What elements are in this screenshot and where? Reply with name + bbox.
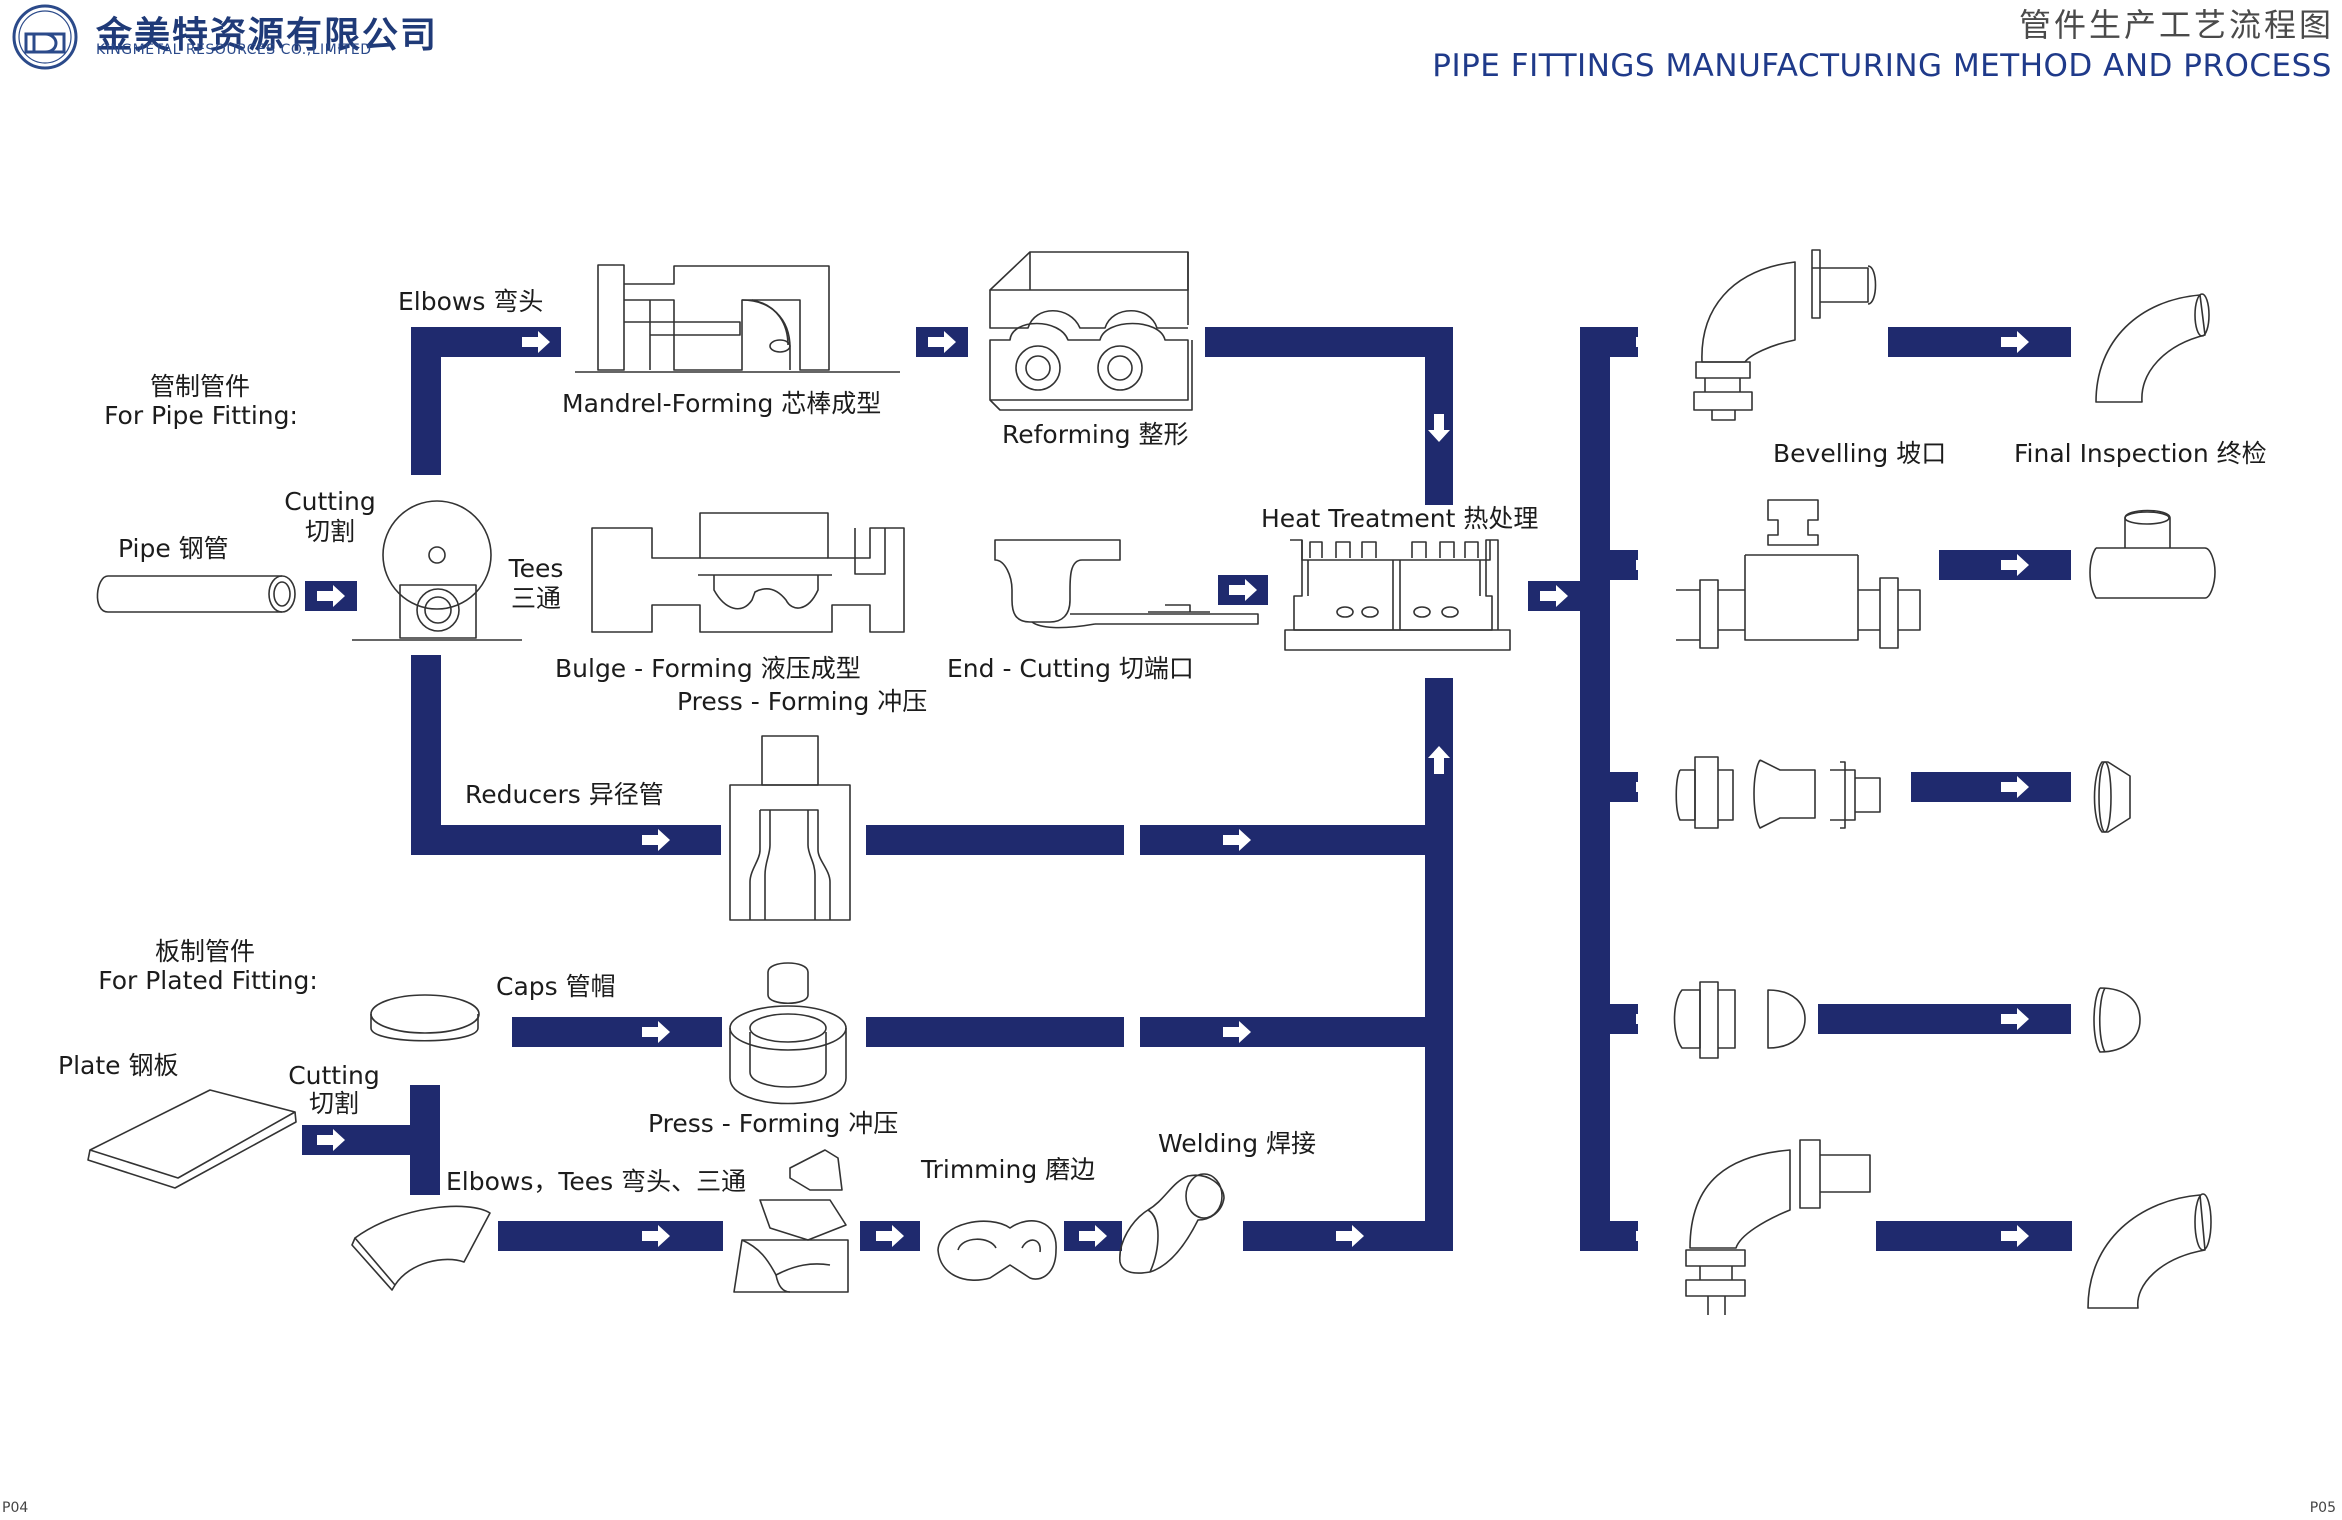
heat-treatment-label: Heat Treatment 热处理 <box>1261 504 1539 533</box>
pipe-label: Pipe 钢管 <box>118 534 229 563</box>
caps-label: Caps 管帽 <box>496 972 616 1001</box>
flow-bar-bevel-1 <box>1888 327 2071 357</box>
flow-bar-caps-in <box>512 1017 722 1047</box>
bulge-forming-illustration <box>591 512 905 633</box>
end-cutting-illustration <box>994 539 1259 629</box>
cutting-label-2-en: Cutting <box>288 1061 380 1090</box>
section-plated-fitting-en: For Plated Fitting: <box>98 966 318 995</box>
flow-bar-reducer-press-b <box>1140 825 1453 855</box>
flow-bar-branch-3 <box>1580 772 1638 802</box>
bevel-cap-illustration <box>1673 981 1806 1059</box>
inspect-reducer <box>2093 761 2131 833</box>
inspect-cap <box>2093 987 2141 1053</box>
inspect-tee <box>2089 509 2216 599</box>
mandrel-forming-label: Mandrel-Forming 芯棒成型 <box>562 389 882 418</box>
cutting-saw-illustration <box>352 500 522 641</box>
curved-blank-illustration <box>351 1205 491 1291</box>
company-name-en: KINGMETAL RESOURCES CO.,LIMITED <box>96 42 372 58</box>
tees-label-en: Tees <box>508 554 564 583</box>
reforming-label: Reforming 整形 <box>1002 420 1189 449</box>
flow-bar-branch-4 <box>1580 1004 1638 1034</box>
bulge-forming-label: Bulge - Forming 液压成型 <box>555 654 861 683</box>
flow-bar-branch-5 <box>1580 1221 1638 1251</box>
elbow-die-illustration <box>733 1149 849 1293</box>
plate-label: Plate 钢板 <box>58 1051 179 1080</box>
flow-bar-reducer-down <box>411 655 441 855</box>
elbows-tees-label: Elbows，Tees 弯头、三通 <box>446 1167 747 1196</box>
reducer-press-illustration <box>729 735 851 921</box>
section-pipe-fitting-en: For Pipe Fitting: <box>104 401 298 430</box>
section-plated-fitting-cn: 板制管件 <box>154 937 255 966</box>
page-number-right: P05 <box>2309 1500 2336 1516</box>
bevel-tee-illustration <box>1676 499 1921 649</box>
end-cutting-label: End - Cutting 切端口 <box>947 654 1194 683</box>
cap-plate-illustration <box>370 994 480 1042</box>
mandrel-forming-illustration <box>575 264 900 373</box>
tees-label-cn: 三通 <box>510 584 561 613</box>
flow-bar-reform-right <box>1205 327 1453 357</box>
caps-press-illustration <box>729 962 847 1105</box>
flow-bar-branch-1 <box>1580 327 1638 357</box>
flow-bar-bevel-4 <box>1818 1004 2071 1034</box>
bevel-elbow-illustration <box>1693 249 1877 421</box>
welding-elbow-illustration <box>1119 1173 1225 1274</box>
cutting-label-cn: 切割 <box>304 517 355 546</box>
pipe-illustration <box>96 575 296 613</box>
trimming-label: Trimming 磨边 <box>921 1155 1096 1184</box>
flow-bar-reducer-right <box>411 825 721 855</box>
cutting-label-en: Cutting <box>284 487 376 516</box>
flow-bar-bevel-5 <box>1876 1221 2072 1251</box>
final-inspection-label: Final Inspection 终检 <box>2014 439 2267 468</box>
elbows-label: Elbows 弯头 <box>398 287 544 316</box>
company-logo <box>12 4 78 70</box>
page-number-left: P04 <box>2 1500 29 1516</box>
inspect-elbow-1 <box>2095 293 2210 403</box>
flow-bar-elbowtee <box>498 1221 723 1251</box>
page-title-cn: 管件生产工艺流程图 <box>2018 6 2334 44</box>
reducers-label: Reducers 异径管 <box>465 780 664 809</box>
plate-illustration <box>87 1089 297 1189</box>
trimming-illustration <box>937 1220 1057 1281</box>
inspect-elbow-2 <box>2087 1193 2212 1309</box>
welding-label: Welding 焊接 <box>1158 1129 1317 1158</box>
bevel-elbow-2-illustration <box>1685 1139 1871 1315</box>
bevelling-label: Bevelling 坡口 <box>1773 439 1947 468</box>
press-forming-label-1: Press - Forming 冲压 <box>677 687 928 716</box>
cutting-label-2-cn: 切割 <box>308 1089 359 1118</box>
reforming-illustration <box>989 251 1193 411</box>
page-title-en: PIPE FITTINGS MANUFACTURING METHOD AND P… <box>1432 48 2332 84</box>
flow-bar-branch-2 <box>1580 550 1638 580</box>
press-forming-label-2: Press - Forming 冲压 <box>648 1109 899 1138</box>
flow-bar-bevel-3 <box>1911 772 2071 802</box>
flow-bar-plate-vert <box>410 1085 440 1195</box>
company-name-cn: 金美特资源有限公司 <box>96 14 439 56</box>
bevel-reducer-illustration <box>1675 756 1881 829</box>
flow-bar-caps-b <box>1140 1017 1453 1047</box>
section-pipe-fitting-cn: 管制管件 <box>149 372 250 401</box>
heat-treatment-furnace-illustration <box>1284 539 1511 651</box>
illustrations <box>87 249 2216 1315</box>
flow-bar-reducer-press-a <box>866 825 1124 855</box>
flow-bar-caps-a <box>866 1017 1124 1047</box>
